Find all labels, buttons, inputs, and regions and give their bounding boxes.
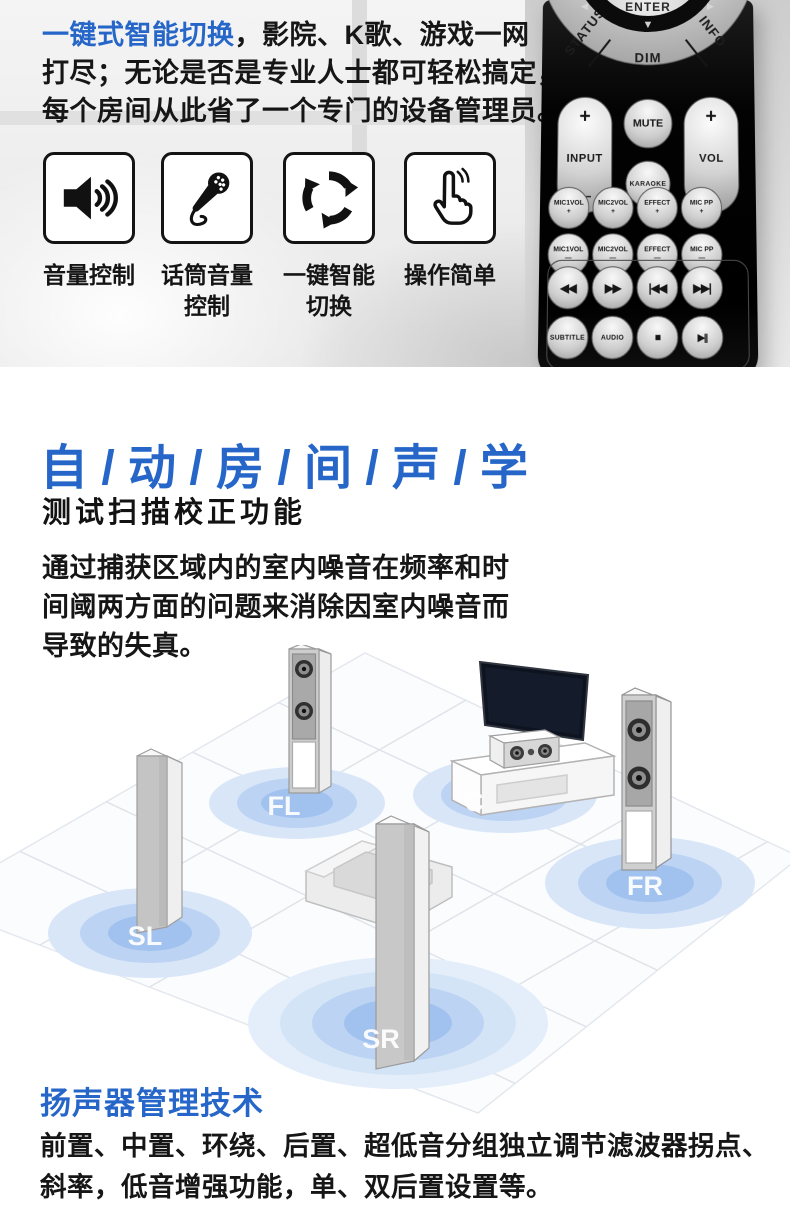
speaker-label-c: C: [464, 787, 484, 817]
feature-icon-box: [43, 152, 135, 244]
one-key-cycle-icon: [302, 171, 359, 229]
feature-label: 音量控制: [43, 262, 135, 288]
ripple-fr: [545, 837, 755, 929]
stop-button: ■: [636, 315, 679, 360]
rewind-button: ◀◀: [546, 266, 589, 310]
feature-icon-box: [161, 152, 253, 244]
hero-section: 一键式智能切换，影院、K歌、游戏一网 打尽；无论是否是专业人士都可轻松搞定， 每…: [0, 0, 790, 367]
front-left-speaker: [288, 645, 332, 795]
dim-button: DIM: [634, 50, 662, 66]
feature-icon-box: [283, 152, 375, 244]
subtitle-button: SUBTITLE: [546, 315, 589, 360]
right-arrow-icon: ▶: [707, 0, 715, 11]
feature-label: 操作简单: [404, 262, 496, 288]
play-pause-button: ▶||: [681, 315, 724, 360]
section-title-room-acoustics: 自 / 动 / 房 / 间 / 声 / 学: [40, 442, 529, 495]
speaker-volume-icon: [63, 176, 118, 220]
input-plus: +: [579, 106, 591, 128]
mic-pp-up-button: MIC PP +: [680, 186, 723, 229]
effect-up-button: EFFECT +: [636, 186, 678, 229]
window-frame-horizontal: [0, 111, 525, 125]
previous-track-button: |◀◀: [636, 266, 679, 310]
vol-label: VOL: [698, 151, 724, 165]
section-subtitle: 测试扫描校正功能: [42, 497, 307, 529]
feature-volume-control: 音量控制: [43, 152, 135, 291]
front-right-speaker: [621, 687, 672, 871]
audio-button: AUDIO: [591, 315, 634, 360]
feature-label: 话筒音量 控制: [161, 262, 253, 319]
fast-forward-button: ▶▶: [591, 266, 634, 310]
speaker-labels: FL C FR SL SR: [128, 787, 663, 1054]
intro-highlight: 一键式智能切换: [42, 20, 235, 50]
feature-mic-volume: 话筒音量 控制: [161, 152, 253, 322]
surround-right-speaker: [375, 815, 430, 1070]
ripple-fl: [209, 767, 385, 839]
surround-left-speaker: [136, 748, 183, 934]
microphone-icon: [189, 172, 230, 227]
tv: [478, 660, 590, 749]
remote-control: STATUS INFO DIM ENTER ◀ ▶ ▼ + INPUT — MU…: [537, 0, 759, 367]
feature-one-key-switch: 一键智能 切换: [283, 152, 375, 322]
speaker-label-fr: FR: [627, 871, 663, 901]
speaker-label-fl: FL: [268, 791, 301, 821]
center-speaker: [487, 729, 562, 770]
vol-plus: +: [705, 106, 717, 128]
feature-easy-operation: 操作简单: [404, 152, 496, 291]
mic2-vol-up-button: MIC2VOL +: [592, 186, 634, 229]
enter-label: ENTER: [625, 0, 671, 14]
input-label: INPUT: [566, 151, 603, 165]
speaker-label-sr: SR: [362, 1024, 400, 1054]
down-arrow-icon: ▼: [642, 18, 654, 31]
speaker-label-sl: SL: [128, 921, 163, 951]
next-track-button: ▶▶|: [681, 266, 724, 310]
feature-icon-box: [404, 152, 496, 244]
left-arrow-icon: ◀: [580, 0, 588, 11]
mute-button: MUTE: [623, 98, 673, 149]
mic1-vol-up-button: MIC1VOL +: [547, 186, 590, 229]
speaker-management-description: 前置、中置、环绕、后置、超低音分组独立调节滤波器拐点、 斜率，低音增强功能，单、…: [40, 1131, 769, 1202]
hand-click-icon: [433, 167, 473, 225]
hero-intro-text: 一键式智能切换，影院、K歌、游戏一网 打尽；无论是否是专业人士都可轻松搞定， 每…: [42, 16, 582, 130]
feature-label: 一键智能 切换: [283, 262, 375, 319]
section-title-speaker-management: 扬声器管理技术: [40, 1086, 264, 1121]
speaker-room-illustration: FL C FR SL SR: [0, 645, 790, 1114]
acoustics-description: 通过捕获区域内的室内噪音在频率和时 间阈两方面的问题来消除因室内噪音而 导致的失…: [42, 553, 510, 661]
intro-rest: ，影院、K歌、游戏一网 打尽；无论是否是专业人士都可轻松搞定， 每个房间从此省了…: [42, 20, 565, 126]
